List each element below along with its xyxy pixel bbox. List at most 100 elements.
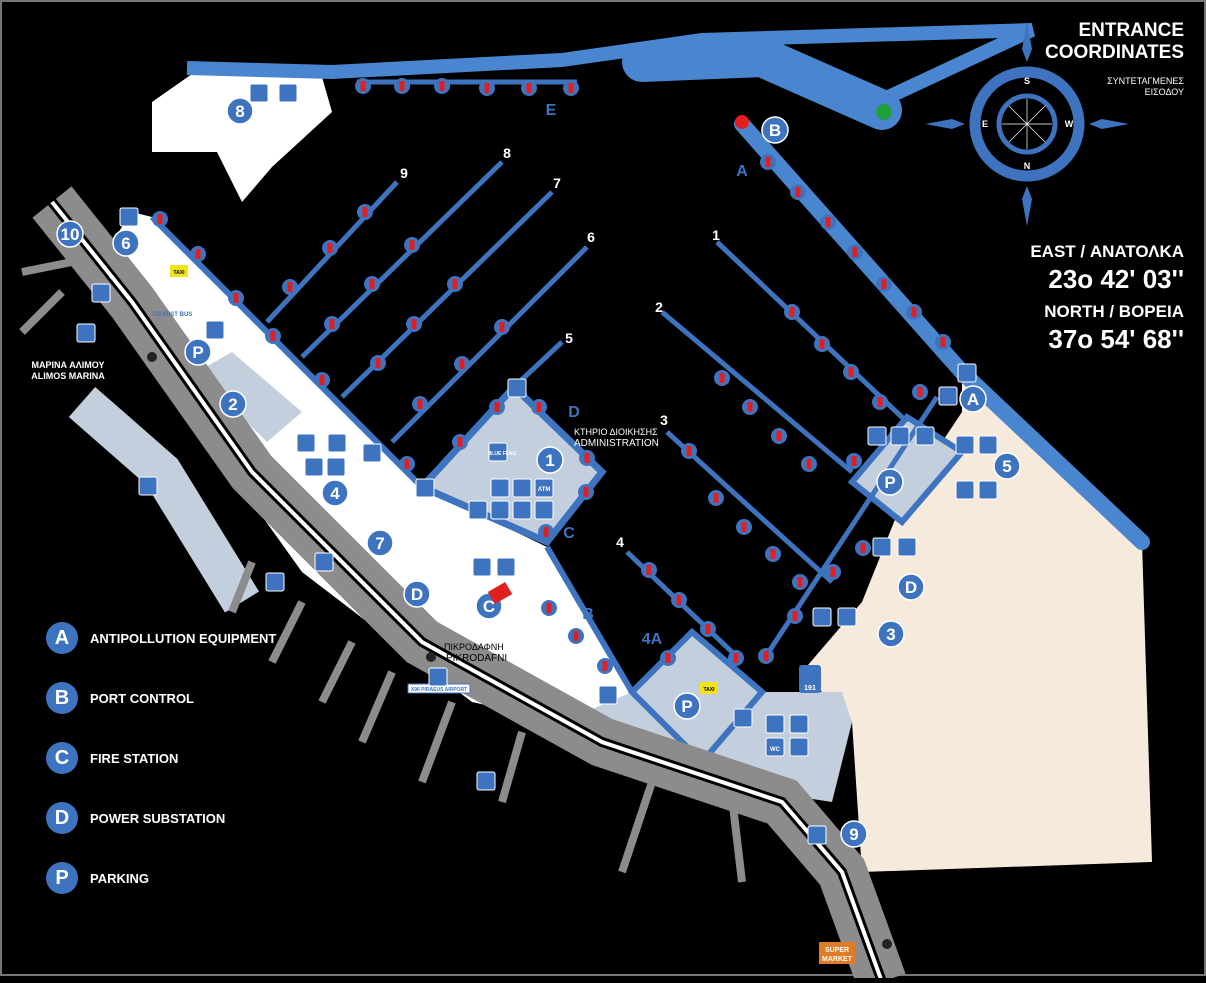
map-badge[interactable]: D [897,573,925,601]
fire-extinguisher-icon [872,394,888,410]
fire-extinguisher-icon [787,608,803,624]
fire-extinguisher-icon [406,316,422,332]
bus-icon [265,572,285,592]
fire-extinguisher-icon [758,648,774,664]
cafe-icon [978,435,998,455]
legend-label: POWER SUBSTATION [90,810,226,826]
fire-extinguisher-icon [681,443,697,459]
recycle-icon [598,685,618,705]
fire-extinguisher-icon [843,364,859,380]
map-badge[interactable]: 1 [536,446,564,474]
fire-extinguisher-icon [801,456,817,472]
map-badge[interactable]: 9 [840,820,868,848]
fire-extinguisher-icon [265,328,281,344]
taxi-label: TAXI [703,687,715,693]
fire-extinguisher-icon [825,564,841,580]
fuel-icon [476,771,496,791]
accessible-icon [468,500,488,520]
tourist-bus-label: TOURIST BUS [152,312,193,318]
fire-extinguisher-icon [479,80,495,96]
entrance-title-line2: COORDINATES [1045,42,1184,63]
wc-label: WC [770,747,781,753]
cafe-icon [326,457,346,477]
badge-label: 3 [886,625,895,644]
fuel-icon [496,557,516,577]
pikrodafni-label-en: PIKRODAFNI [446,653,507,664]
fire-extinguisher-icon [228,290,244,306]
compass: S N E W [925,22,1129,226]
recycle-icon [789,737,809,757]
fuel-icon [872,537,892,557]
map-badge[interactable]: 4 [321,479,349,507]
fire-extinguisher-icon [820,214,836,230]
recycle-icon [733,708,753,728]
fire-extinguisher-icon [370,355,386,371]
pier-number: 1 [712,227,720,243]
map-badge[interactable]: A [959,385,987,413]
tram-stop-icon [147,352,157,362]
map-badge[interactable]: P [184,338,212,366]
restaurant-icon [955,435,975,455]
bus-icon [314,552,334,572]
fire-extinguisher-icon [912,384,928,400]
fire-extinguisher-icon [597,658,613,674]
pier-number: 3 [660,412,668,428]
map-badge[interactable]: 6 [112,229,140,257]
badge-label: A [967,390,979,409]
fire-station-building [487,581,513,605]
restaurant-icon [304,457,324,477]
north-label: NORTH / ΒΟΡΕΙΑ [1044,302,1184,321]
wifi-icon [534,500,554,520]
wc-icon [789,714,809,734]
fuel-icon [76,323,96,343]
badge-label: P [192,343,203,362]
badge-label: D [411,585,423,604]
fuel-icon [890,426,910,446]
bus-191-icon [799,665,821,693]
entrance-subtitle-line2: ΕΙΣΟΔΟΥ [1144,87,1184,97]
legend-badge: A [46,622,78,654]
waterfront-edge-south [544,545,635,694]
map-badge[interactable]: P [876,468,904,496]
map-badge[interactable]: P [673,692,701,720]
map-badge[interactable]: 10 [56,220,84,248]
fire-extinguisher-icon [355,78,371,94]
map-badge[interactable]: 2 [219,390,247,418]
fuel-icon [278,83,298,103]
pier [665,430,834,584]
map-badge[interactable]: 8 [226,97,254,125]
lifebuoy-icon [512,478,532,498]
recycle-icon [362,443,382,463]
fire-extinguisher-icon [412,396,428,412]
map-badge[interactable]: 7 [366,529,394,557]
pier-letter: C [563,525,575,542]
pier-letter: A [736,163,748,180]
fire-extinguisher-icon [394,78,410,94]
tram-stop-icon [426,652,436,662]
fire-extinguisher-icon [700,621,716,637]
compass-left: E [982,119,988,129]
supermarket-label: SUPER [825,947,849,954]
map-badge[interactable]: B [761,116,789,144]
taxi-label: TAXI [173,270,185,276]
lifebuoy-icon [938,386,958,406]
map-badge[interactable]: 3 [877,620,905,648]
fire-extinguisher-icon [714,370,730,386]
pier-letter: E [546,102,557,119]
badge-label: 10 [61,225,80,244]
fire-extinguisher-icon [935,334,951,350]
map-badge[interactable]: D [403,580,431,608]
fire-extinguisher-icon [404,237,420,253]
alimos-label-gr: ΜΑΡΙΝΑ ΑΛΙΜΟΥ [32,360,105,370]
badge-label: 9 [849,825,858,844]
phone-icon [512,500,532,520]
pier-number: 7 [553,175,561,191]
fuel-icon [507,378,527,398]
edem-label-en: EDEM [898,944,924,954]
fire-extinguisher-icon [452,434,468,450]
waterfront-edge [149,214,425,490]
fire-extinguisher-icon [792,574,808,590]
pier-number: 5 [565,330,573,346]
fire-extinguisher-icon [728,650,744,666]
map-badge[interactable]: 5 [993,452,1021,480]
